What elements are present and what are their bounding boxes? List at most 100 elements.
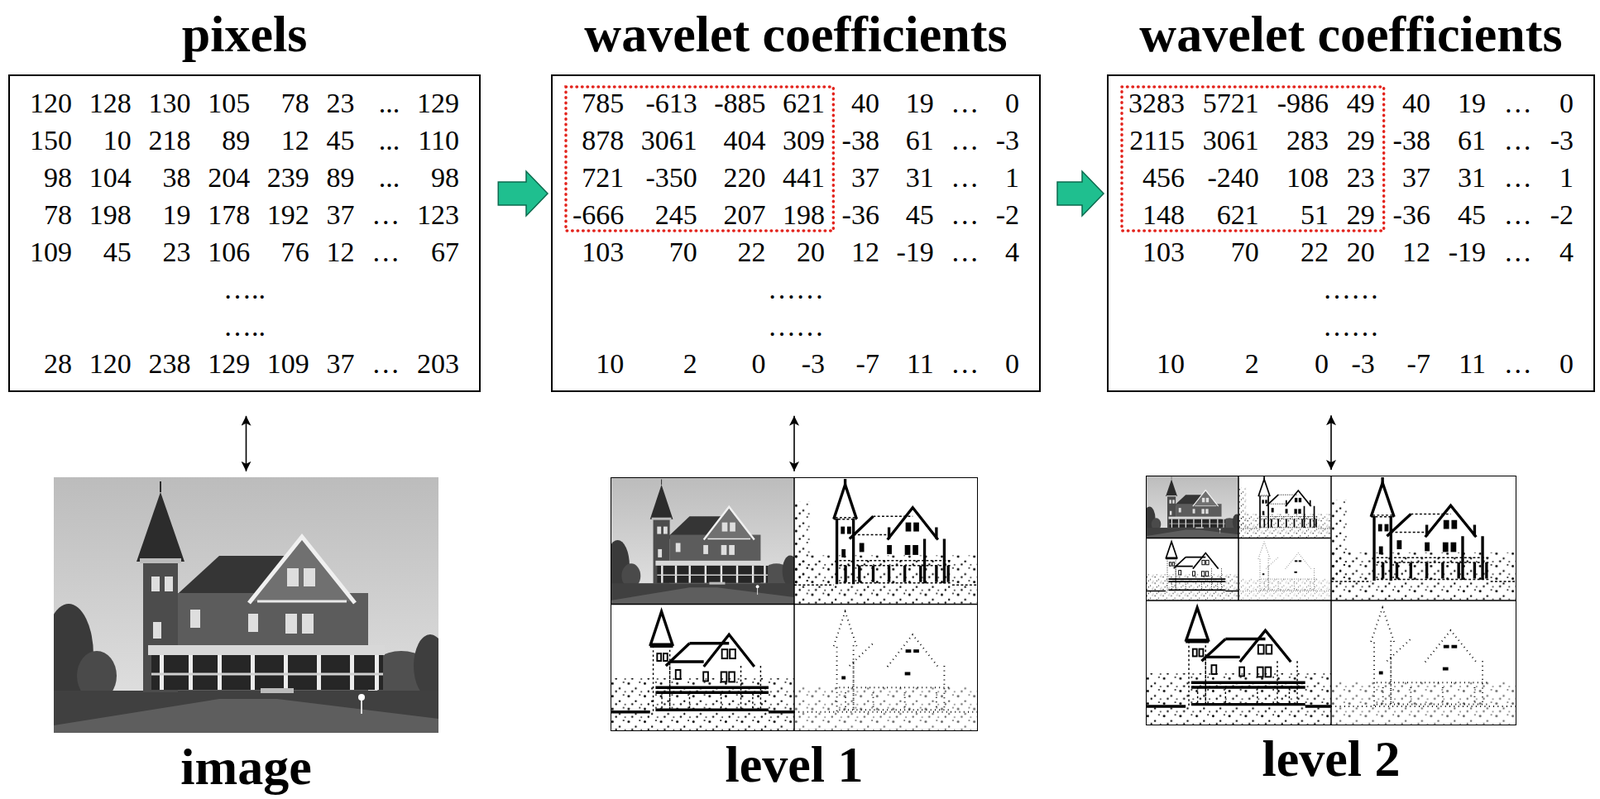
illustration-part <box>1145 600 1332 726</box>
illustration-part <box>1331 600 1517 726</box>
matrix-cell: 103 <box>581 233 624 271</box>
matrix-cell: -3 <box>1350 344 1375 383</box>
matrix-cell: 4 <box>1559 233 1574 271</box>
matrix-cell: … <box>371 196 400 234</box>
box-heading: wavelet coefficients <box>1075 8 1600 60</box>
matrix-cell: 878 <box>581 121 624 159</box>
matrix-cell: 31 <box>905 158 935 197</box>
matrix-cell: 38 <box>162 158 191 197</box>
matrix-cell: 2 <box>1245 344 1260 383</box>
matrix-cell: 23 <box>162 233 191 271</box>
illustration-part <box>794 604 978 733</box>
matrix-cell: 109 <box>29 233 72 271</box>
matrix-cell: -7 <box>856 344 880 383</box>
panel-caption: level 2 <box>1097 732 1566 785</box>
matrix-cell: 40 <box>1402 84 1431 122</box>
matrix-cell: 11 <box>1458 344 1486 383</box>
matrix-cell: 129 <box>207 344 250 383</box>
matrix-cell: …… <box>767 270 824 308</box>
image-panel: level 1 <box>610 477 978 732</box>
matrix-cell: 192 <box>267 196 310 234</box>
matrix-cell: 70 <box>669 233 698 271</box>
matrix-cell: 4 <box>1005 233 1020 271</box>
illustration-part <box>1145 538 1239 602</box>
matrix-cell: ... <box>378 158 401 197</box>
matrix-cell: 22 <box>737 233 767 271</box>
illustration-part <box>1331 475 1517 601</box>
matrix-cell: 37 <box>1402 158 1431 197</box>
matrix-cell: … <box>371 344 400 383</box>
matrix-cell: -38 <box>1393 121 1431 159</box>
matrix-cell: 12 <box>851 233 880 271</box>
illustration-part <box>1331 600 1517 726</box>
matrix-cell: 207 <box>723 196 767 234</box>
matrix-cell: -19 <box>1448 233 1486 271</box>
matrix-cell: 105 <box>207 84 250 122</box>
matrix-cell: 203 <box>416 344 460 383</box>
matrix-cell: ….. <box>223 270 266 308</box>
panel-caption: image <box>4 741 489 793</box>
matrix-cell: 19 <box>162 196 191 234</box>
matrix-cell: 104 <box>89 158 132 197</box>
matrix-cell: … <box>950 84 979 122</box>
matrix-cell: 120 <box>29 84 72 122</box>
matrix-cell: 89 <box>326 158 355 197</box>
matrix-cell: 283 <box>1286 121 1329 159</box>
matrix-cell: 3061 <box>1202 121 1260 159</box>
matrix-cell: -885 <box>713 84 766 122</box>
matrix-cell: 123 <box>416 196 460 234</box>
matrix-cell: … <box>950 158 979 197</box>
link-arrow <box>245 416 248 472</box>
matrix-box: wavelet coefficients32835721-986494019…0… <box>1106 74 1596 393</box>
matrix-cell: 128 <box>89 84 132 122</box>
matrix-cell: … <box>1504 158 1533 197</box>
illustration-part <box>1145 537 1332 540</box>
matrix-cell: … <box>371 233 400 271</box>
illustration-part <box>1143 475 1241 539</box>
matrix-cell: 130 <box>148 84 191 122</box>
matrix-cell: ….. <box>223 307 266 345</box>
matrix-cell: 70 <box>1231 233 1260 271</box>
matrix-cell: 29 <box>1346 196 1375 234</box>
matrix-cell: 103 <box>1142 233 1185 271</box>
matrix-cell: 78 <box>43 196 72 234</box>
matrix-cell: 129 <box>416 84 460 122</box>
level1-decomposition <box>605 477 978 732</box>
matrix-cell: 2115 <box>1129 121 1185 159</box>
matrix-cell: -36 <box>842 196 880 234</box>
matrix-cell: 621 <box>1216 196 1260 234</box>
matrix-cell: 0 <box>1559 344 1574 383</box>
matrix-cell: 5721 <box>1202 84 1260 122</box>
matrix-box: wavelet coefficients785-613-8856214019…0… <box>550 74 1041 393</box>
matrix-cell: 10 <box>1156 344 1185 383</box>
matrix-cell: 37 <box>326 196 355 234</box>
matrix-cell: 148 <box>1142 196 1185 234</box>
matrix-cell: 49 <box>1346 84 1375 122</box>
matrix-cell: -3 <box>801 344 825 383</box>
matrix-cell: 12 <box>326 233 355 271</box>
matrix-cell: 218 <box>148 121 191 159</box>
box-heading: wavelet coefficients <box>519 8 1073 60</box>
matrix-cell: -2 <box>1550 196 1574 234</box>
matrix-cell: 23 <box>326 84 355 122</box>
matrix-cell: 238 <box>148 344 191 383</box>
matrix-cell: -3 <box>996 121 1020 159</box>
flow-arrow <box>498 171 548 216</box>
illustration-part <box>610 604 795 733</box>
matrix-cell: 198 <box>89 196 132 234</box>
illustration-part <box>794 477 978 605</box>
illustration-part <box>1145 538 1239 602</box>
matrix-cell: -36 <box>1393 196 1431 234</box>
matrix-cell: 309 <box>782 121 825 159</box>
matrix-cell: 20 <box>1346 233 1375 271</box>
matrix-cell: 721 <box>581 158 624 197</box>
illustration-part <box>1238 475 1332 539</box>
matrix-cell: …… <box>1322 270 1380 308</box>
matrix-cell: -613 <box>645 84 697 122</box>
illustration-part <box>43 477 447 733</box>
matrix-cell: 89 <box>221 121 250 159</box>
matrix-cell: 0 <box>1005 84 1020 122</box>
matrix-cell: 245 <box>655 196 698 234</box>
matrix-cell: 109 <box>267 344 310 383</box>
